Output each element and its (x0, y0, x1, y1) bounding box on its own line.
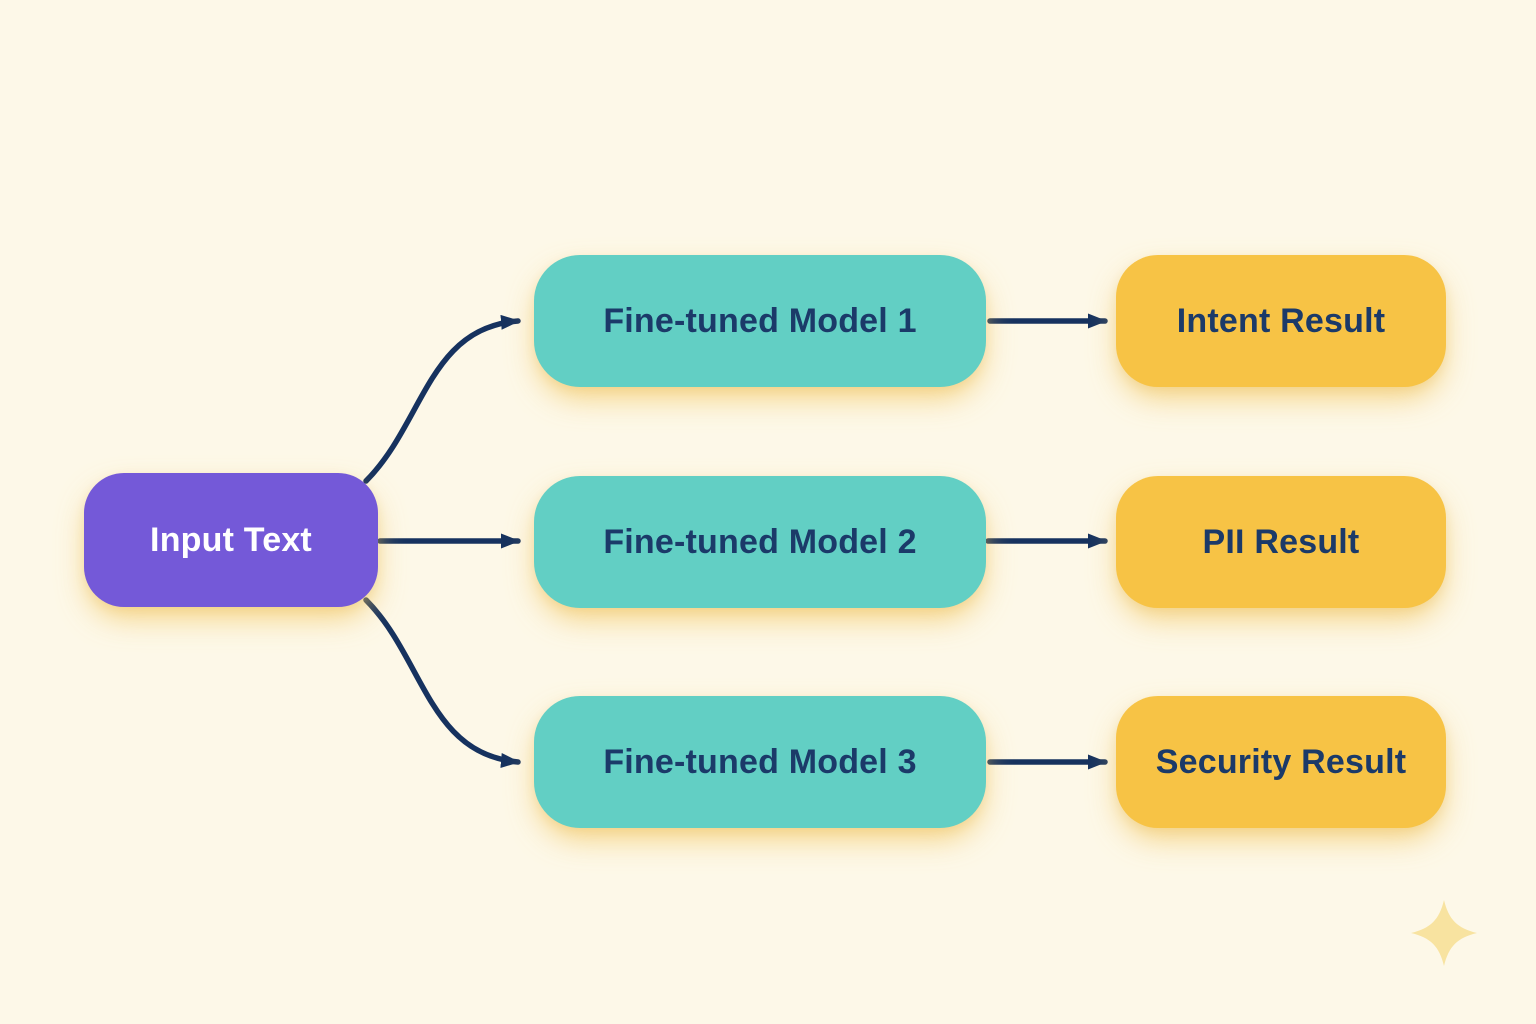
model-2-label: Fine-tuned Model 2 (603, 522, 917, 561)
security-result-label: Security Result (1155, 742, 1407, 781)
result-node-pii: PII Result (1116, 476, 1446, 608)
model-node-1: Fine-tuned Model 1 (534, 255, 986, 387)
arrow-input-to-model1 (363, 314, 521, 484)
sparkle-icon (1411, 900, 1477, 966)
model-node-2: Fine-tuned Model 2 (534, 476, 986, 608)
result-node-security: Security Result (1116, 696, 1446, 828)
model-1-label: Fine-tuned Model 1 (603, 301, 917, 340)
model-node-3: Fine-tuned Model 3 (534, 696, 986, 828)
input-text-node: Input Text (84, 473, 378, 607)
pii-result-label: PII Result (1202, 522, 1360, 561)
arrow-input-to-model3 (363, 597, 521, 768)
input-text-label: Input Text (150, 520, 312, 559)
result-node-intent: Intent Result (1116, 255, 1446, 387)
model-3-label: Fine-tuned Model 3 (603, 742, 917, 781)
intent-result-label: Intent Result (1176, 301, 1386, 340)
